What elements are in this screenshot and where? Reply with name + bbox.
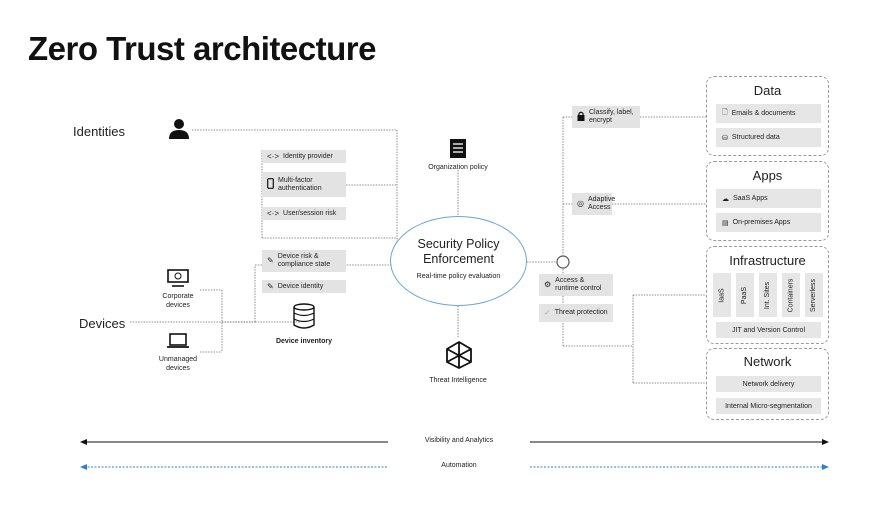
network-panel-title: Network	[743, 354, 792, 369]
saas-apps-chip: ☁SaaS Apps	[716, 189, 821, 208]
network-delivery-chip: Network delivery	[716, 376, 821, 392]
gears-icon: ⚙	[544, 280, 552, 289]
pen-icon: ✎	[267, 281, 274, 291]
identities-label: Identities	[73, 124, 126, 139]
database-icon: ⛁	[722, 134, 728, 142]
infrastructure-panel-title: Infrastructure	[729, 253, 806, 268]
spe-title: Security Policy Enforcement	[417, 237, 500, 266]
automation-label: Automation	[390, 462, 528, 469]
corporate-devices-label: Corporate devices	[162, 293, 194, 309]
device-identity-chip: ✎Device identity	[262, 280, 346, 293]
threat-intelligence-label: Threat Intelligence	[429, 377, 487, 384]
device-risk-chip: ✎Device risk & compliance state	[262, 250, 346, 272]
pen-icon: ✎	[267, 256, 274, 265]
document-icon	[449, 138, 467, 164]
arrows-icon: <·>	[267, 208, 280, 218]
classify-chip: Classify, label, encrypt	[572, 106, 640, 128]
emails-documents-chip: 🗋Emails & documents	[716, 104, 821, 123]
laptop-icon	[166, 332, 190, 355]
arrows-icon: <·>	[267, 151, 280, 161]
containers-chip: Containers	[782, 273, 800, 317]
organization-policy-label: Organization policy	[428, 164, 488, 171]
monitor-icon	[166, 268, 190, 293]
server-icon: ▤	[722, 219, 729, 227]
serverless-chip: Serverless	[805, 273, 823, 317]
page-title: Zero Trust architecture	[28, 30, 376, 67]
fingerprint-icon: ◎	[577, 199, 584, 208]
network-globe-icon	[444, 340, 474, 375]
mfa-chip: Multi-factor authentication	[262, 172, 346, 197]
int-sites-chip: Int. Sites	[759, 273, 777, 317]
internal-micro-segmentation-chip: Internal Micro-segmentation	[716, 398, 821, 414]
spe-subtitle: Real-time policy evaluation	[416, 273, 501, 280]
identity-provider-chip: <·>Identity provider	[262, 150, 346, 163]
device-inventory-label: Device inventory	[275, 338, 333, 345]
file-icon: 🗋	[722, 109, 728, 116]
cloud-icon: ☁	[722, 195, 729, 203]
on-premises-apps-chip: ▤On-premises Apps	[716, 213, 821, 232]
paas-chip: PaaS	[736, 273, 754, 317]
phone-icon	[267, 178, 274, 191]
iaas-chip: IaaS	[713, 273, 731, 317]
network-panel: Network Network delivery Internal Micro-…	[706, 348, 829, 420]
person-icon	[168, 118, 190, 145]
database-icon	[292, 303, 316, 336]
user-session-risk-chip: <·>User/session risk	[262, 207, 346, 220]
structured-data-chip: ⛁Structured data	[716, 128, 821, 147]
infrastructure-panel: Infrastructure IaaS PaaS Int. Sites Cont…	[706, 246, 829, 344]
lock-icon	[577, 111, 585, 123]
data-panel-title: Data	[753, 83, 782, 98]
visibility-analytics-label: Visibility and Analytics	[390, 437, 528, 444]
security-policy-enforcement: Security Policy Enforcement Real-time po…	[390, 216, 527, 306]
devices-label: Devices	[79, 316, 126, 331]
apps-panel-title: Apps	[752, 168, 783, 183]
shield-icon: ✓	[544, 308, 551, 317]
data-panel: Data 🗋Emails & documents ⛁Structured dat…	[706, 76, 829, 156]
unmanaged-devices-label: Unmanaged devices	[158, 356, 198, 372]
jit-version-control-chip: JIT and Version Control	[716, 322, 821, 338]
threat-protection-chip: ✓Threat protection	[539, 304, 613, 322]
adaptive-access-chip: ◎Adaptive Access	[572, 193, 615, 215]
apps-panel: Apps ☁SaaS Apps ▤On-premises Apps	[706, 161, 829, 241]
access-runtime-chip: ⚙Access & runtime control	[539, 274, 613, 296]
